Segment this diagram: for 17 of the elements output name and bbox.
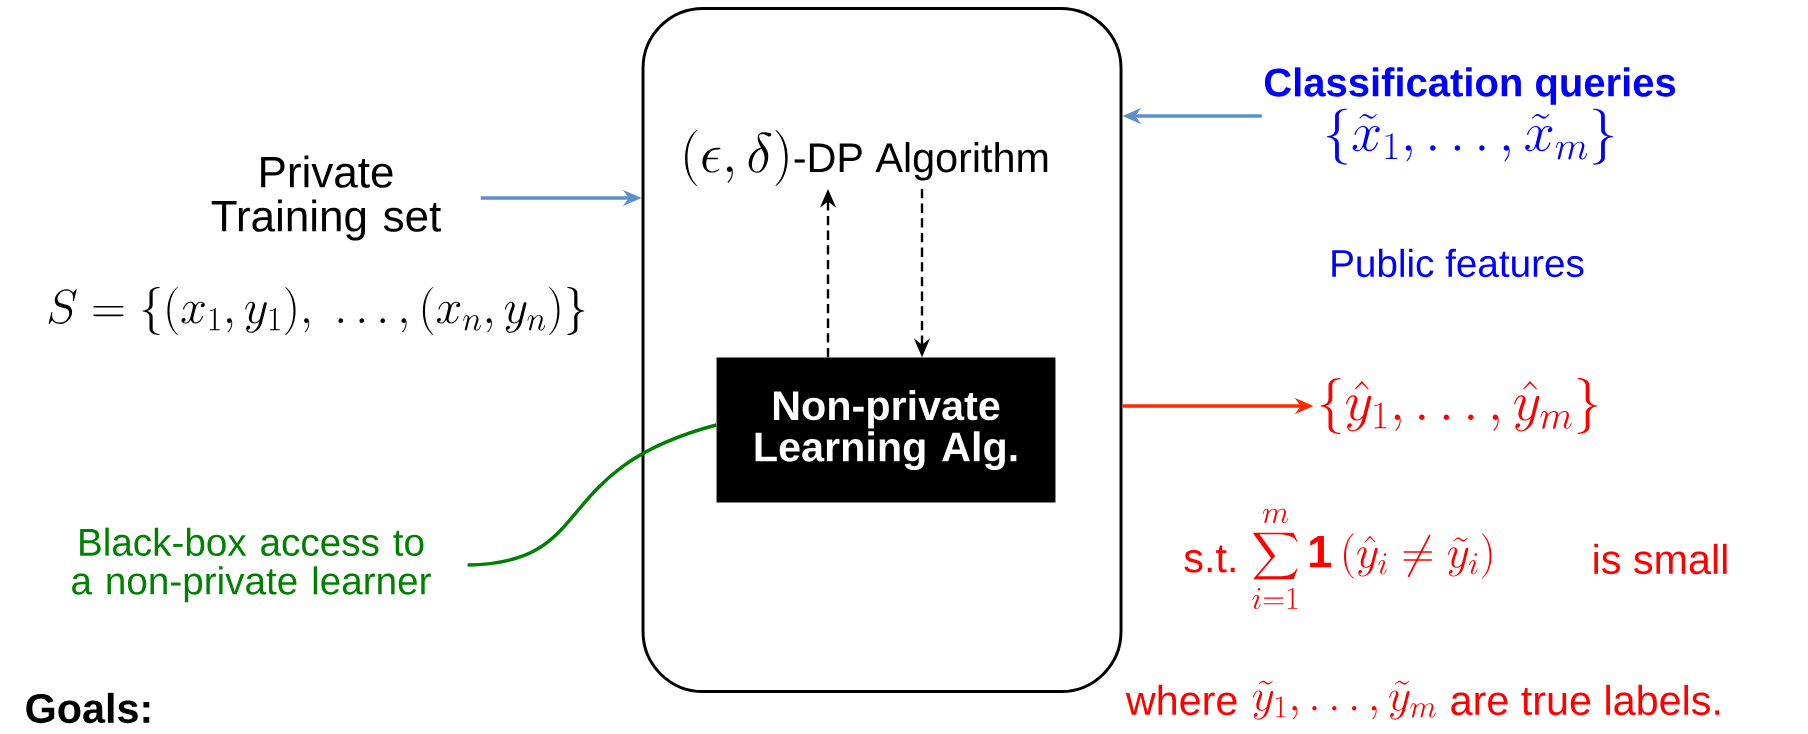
query-label: Classification queries $\left\{\tilde{x}_1,\ldots,\tilde{x}_m\right\}$ — [1264, 67, 1676, 165]
text: is small — [1594, 543, 1727, 575]
formula: $S = \{(x_1, y_1),\ \ldots, (x_n, y_n)\}$ — [48, 287, 585, 335]
input-label: Private Training set — [211, 155, 441, 241]
output-label: $\left\{\hat{y}_1,\ldots,\hat{y}_m\right\}$ — [1320, 378, 1598, 434]
heading: Goals: — [26, 692, 150, 724]
leader-line — [467, 423, 717, 567]
formula: $\sum_{i=1}^{m}\mathbf{1}\left(\hat{y}_i \neq \tilde{y}_i\right)$ — [1252, 508, 1492, 610]
text: are true labels. — [1451, 684, 1720, 716]
formula: $\tilde{y}_1,\ldots,\tilde{y}_m$ — [1252, 680, 1436, 720]
algorithm-title: $(\epsilon,\delta)$ -DP Algorithm — [685, 130, 1048, 186]
learner-box: Non-private Learning Alg. — [716, 357, 1056, 503]
note-label: Black-box access to a non-private learner — [72, 527, 431, 603]
features-label: Public features — [1332, 248, 1584, 278]
text: where — [1125, 684, 1237, 716]
rounded-box — [641, 7, 1123, 693]
text: s.t. — [1184, 545, 1235, 573]
